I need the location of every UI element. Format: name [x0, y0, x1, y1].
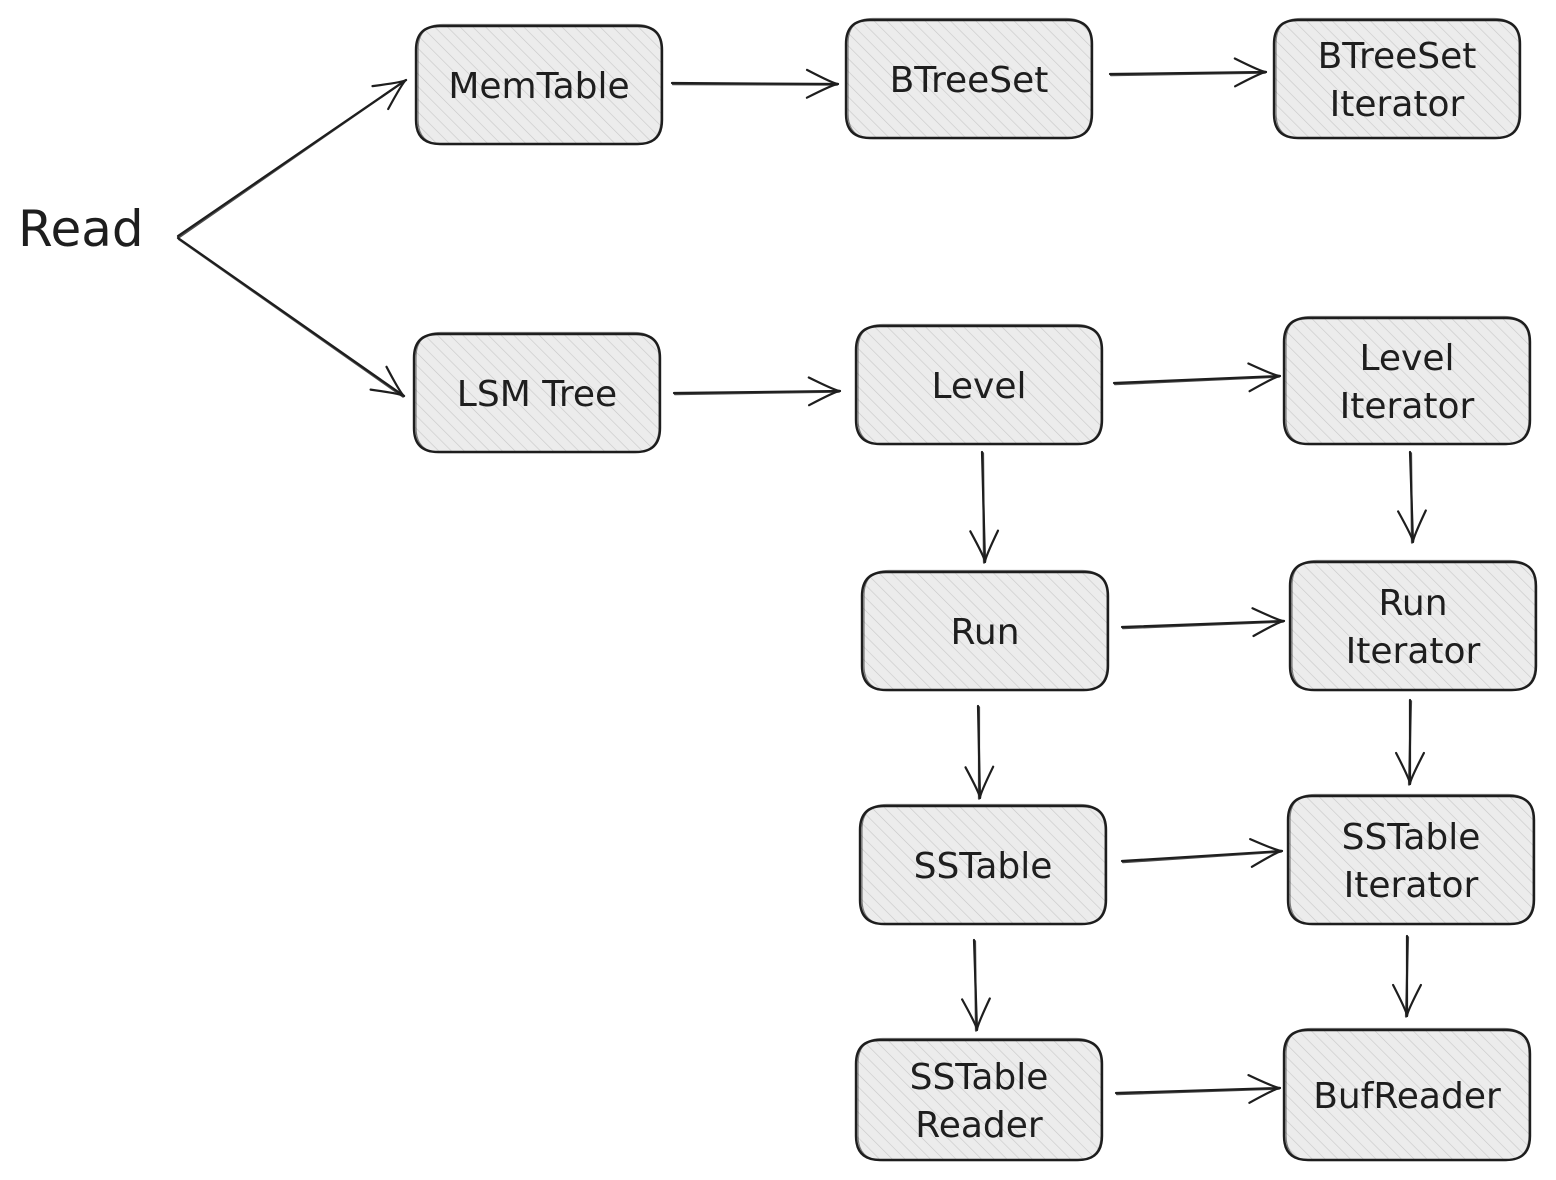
edge-read-to-lsm-tree [176, 236, 406, 398]
edge-lsm-tree-to-level [672, 376, 842, 407]
arrow-head [1247, 362, 1282, 393]
edge-sstable-to-sstable-iterator [1120, 838, 1284, 868]
node-label-line: Reader [915, 1105, 1043, 1146]
node-label-line: Run [1378, 583, 1447, 624]
edge-read-to-memtable [176, 78, 408, 239]
arrow-head [961, 997, 991, 1032]
edge-sstable-iterator-to-bufreader [1392, 934, 1422, 1018]
node-label-line: Iterator [1340, 386, 1475, 427]
edge-level-to-level-iterator [1112, 362, 1282, 393]
arrow-head [369, 365, 406, 398]
arrow-head [807, 376, 842, 407]
node-bufreader: BufReader [1282, 1027, 1532, 1162]
arrow-head [964, 765, 995, 800]
edge-level-iterator-to-run-iterator [1397, 450, 1427, 544]
node-memtable: MemTable [414, 23, 664, 146]
edge-btreeset-to-btreeset-iterator [1108, 57, 1268, 88]
arrow-head [371, 78, 408, 111]
node-level: Level [854, 323, 1104, 446]
edge-sstable-reader-to-bufreader [1114, 1074, 1282, 1104]
node-run: Run [860, 569, 1110, 692]
node-label-line: SSTable [1342, 817, 1481, 858]
arrow-head [1247, 1074, 1282, 1104]
arrow-head [1392, 983, 1422, 1018]
arrow-head [805, 68, 840, 99]
arrow-head [969, 529, 1000, 564]
node-label-line: BufReader [1313, 1076, 1501, 1117]
node-label-line: BTreeSet [1318, 36, 1477, 77]
node-label-line: Iterator [1330, 84, 1465, 125]
node-label-line: LSM Tree [457, 374, 617, 415]
node-label-line: Iterator [1344, 865, 1479, 906]
arrow-head [1397, 509, 1427, 544]
arrow-head [1395, 751, 1425, 786]
node-btreeset: BTreeSet [844, 17, 1094, 140]
edge-run-to-sstable [964, 704, 995, 800]
edges-layer [176, 57, 1427, 1104]
edge-memtable-to-btreeset [670, 68, 840, 99]
node-label-line: SSTable [910, 1057, 1049, 1098]
edge-level-to-run [969, 450, 1000, 564]
node-label-line: SSTable [914, 846, 1053, 887]
node-lsm-tree: LSM Tree [412, 331, 662, 454]
node-label-line: Iterator [1346, 631, 1481, 672]
node-label-line: Level [1359, 338, 1454, 379]
edge-run-to-run-iterator [1120, 607, 1286, 638]
edge-run-iterator-to-sstable-iterator [1395, 698, 1425, 786]
node-sstable: SSTable [858, 803, 1108, 926]
node-label-line: MemTable [448, 66, 629, 107]
edge-sstable-to-sstable-reader [961, 938, 991, 1032]
node-label-line: Level [931, 366, 1026, 407]
node-label-line: Run [950, 612, 1019, 653]
start-label-read: Read [18, 200, 144, 258]
arrow-head [1249, 838, 1284, 868]
arrow-head [1251, 607, 1286, 638]
node-label-line: BTreeSet [890, 60, 1049, 101]
arrow-head [1233, 57, 1268, 88]
